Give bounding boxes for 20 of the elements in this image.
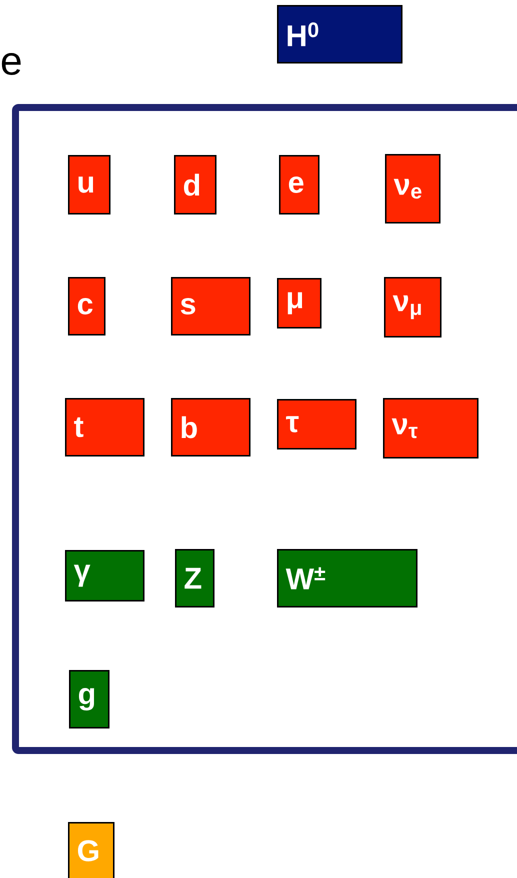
fermion-box: b	[171, 398, 250, 456]
fermion-box: ν$_{τ}$	[383, 398, 478, 458]
boson-box: γ	[65, 550, 144, 602]
fermion-box: ν$_{μ}$	[384, 277, 442, 338]
fermion-box: t	[65, 398, 144, 456]
boson-box: Z	[175, 549, 214, 608]
fermion-box: μ	[277, 278, 322, 328]
fermion-box: e	[279, 155, 320, 214]
fermion-box: τ	[277, 399, 356, 450]
text-fragment: e	[2, 53, 21, 75]
fermion-box: ν$_{e}$	[385, 154, 440, 224]
fermion-box: d	[174, 155, 216, 214]
boson-box: W$^{±}$	[277, 549, 418, 608]
boson-box: g	[69, 670, 110, 728]
boson-box: H$^{0}$	[277, 5, 402, 64]
frame-box	[12, 104, 517, 754]
fermion-box: s	[171, 277, 250, 336]
fermion-box: c	[68, 277, 106, 336]
fermion-box: u	[68, 155, 110, 214]
graviton-box: G	[68, 822, 114, 878]
